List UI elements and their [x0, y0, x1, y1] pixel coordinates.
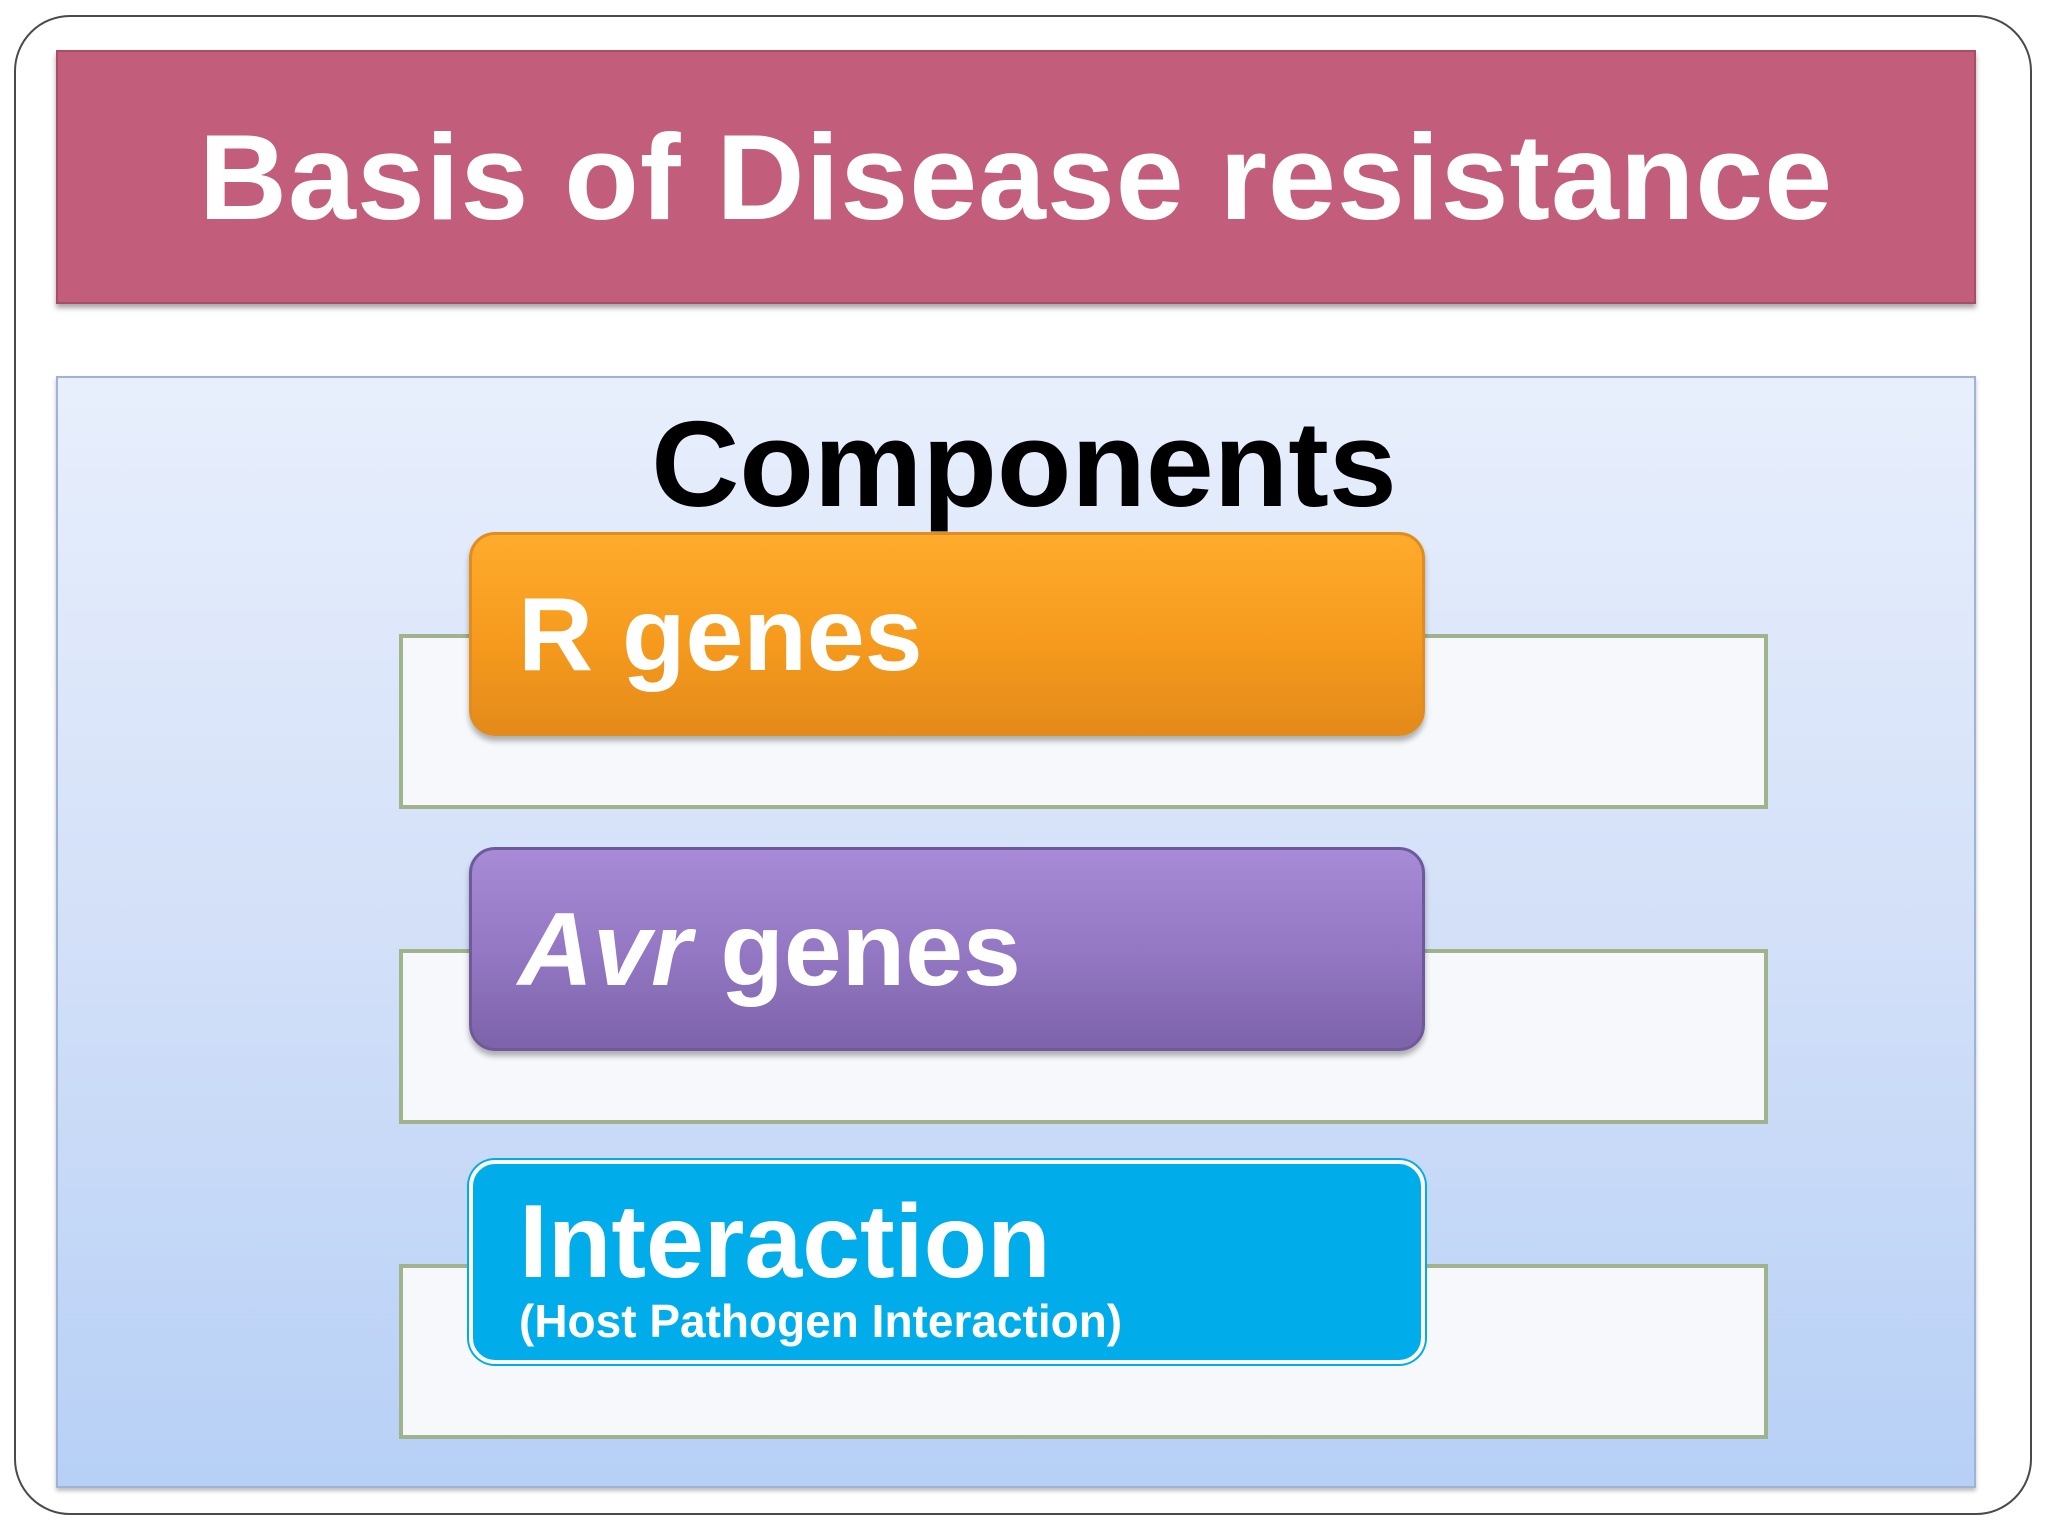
interaction-label: Interaction: [519, 1184, 1051, 1300]
avr-genes-label: Avr genes: [518, 898, 1021, 1002]
title-bar: Basis of Disease resistance: [56, 50, 1976, 304]
avr-genes-label-rest: genes: [691, 892, 1021, 1008]
components-heading: Components: [651, 396, 1397, 532]
avr-genes-node: Avr genes: [469, 847, 1425, 1051]
interaction-sublabel: (Host Pathogen Interaction): [519, 1295, 1123, 1347]
interaction-node: Interaction (Host Pathogen Interaction): [469, 1160, 1425, 1364]
r-genes-node: R genes: [469, 532, 1425, 736]
avr-genes-label-italic: Avr: [518, 892, 692, 1008]
r-genes-label: R genes: [518, 577, 923, 693]
slide-title: Basis of Disease resistance: [198, 109, 1834, 245]
